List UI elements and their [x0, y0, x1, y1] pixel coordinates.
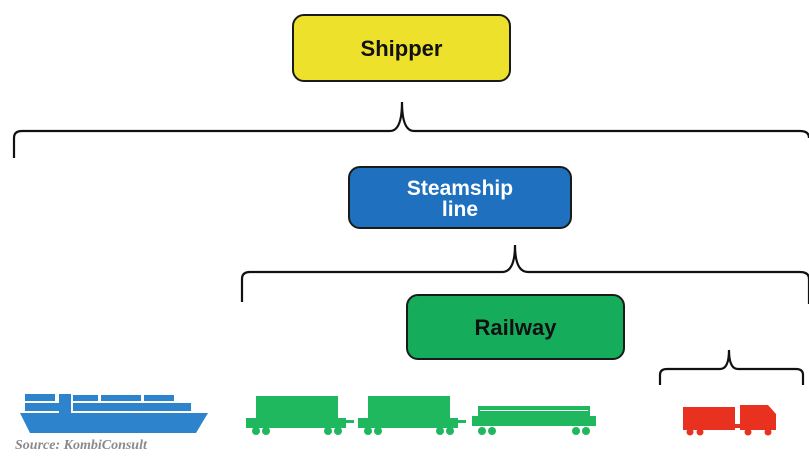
container-railcar-icon — [246, 396, 354, 435]
container-ship-icon — [20, 394, 208, 433]
steamship-line-node: Steamship line — [348, 166, 572, 229]
steamship-label-line2: line — [441, 197, 479, 221]
steamship-brace — [240, 244, 809, 304]
shipper-node: Shipper — [292, 14, 511, 82]
shipper-brace — [12, 101, 809, 158]
source-caption: Source: KombiConsult — [15, 438, 147, 453]
container-railcar-icon — [358, 396, 466, 435]
steamship-label-line1: Steamship — [406, 176, 514, 200]
railway-brace — [658, 349, 805, 385]
shipper-label: Shipper — [360, 35, 443, 61]
truck-icon — [683, 405, 776, 436]
railway-label: Railway — [474, 314, 557, 340]
container-railcar-icon — [472, 406, 596, 435]
railway-node: Railway — [406, 294, 625, 360]
